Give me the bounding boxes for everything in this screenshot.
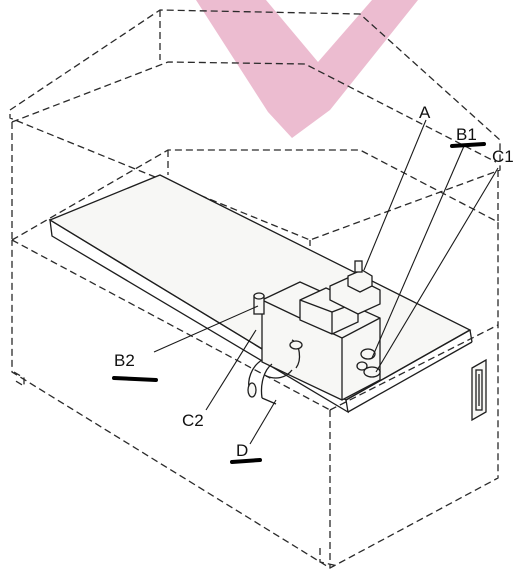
callout-d: D [236,441,248,460]
callout-c1: C1 [492,147,514,166]
label-underlines [112,142,486,464]
callout-b1: B1 [456,125,477,144]
lower-dashed-cabinet [11,122,499,569]
assembly-block [247,260,381,405]
callout-c2: C2 [182,411,204,430]
upper-dashed-enclosure [9,9,501,246]
callout-a: A [419,103,431,122]
watermark-shape [196,0,418,138]
wall-connector [471,358,487,422]
leader-lines [153,119,499,445]
callout-b2: B2 [114,351,135,370]
